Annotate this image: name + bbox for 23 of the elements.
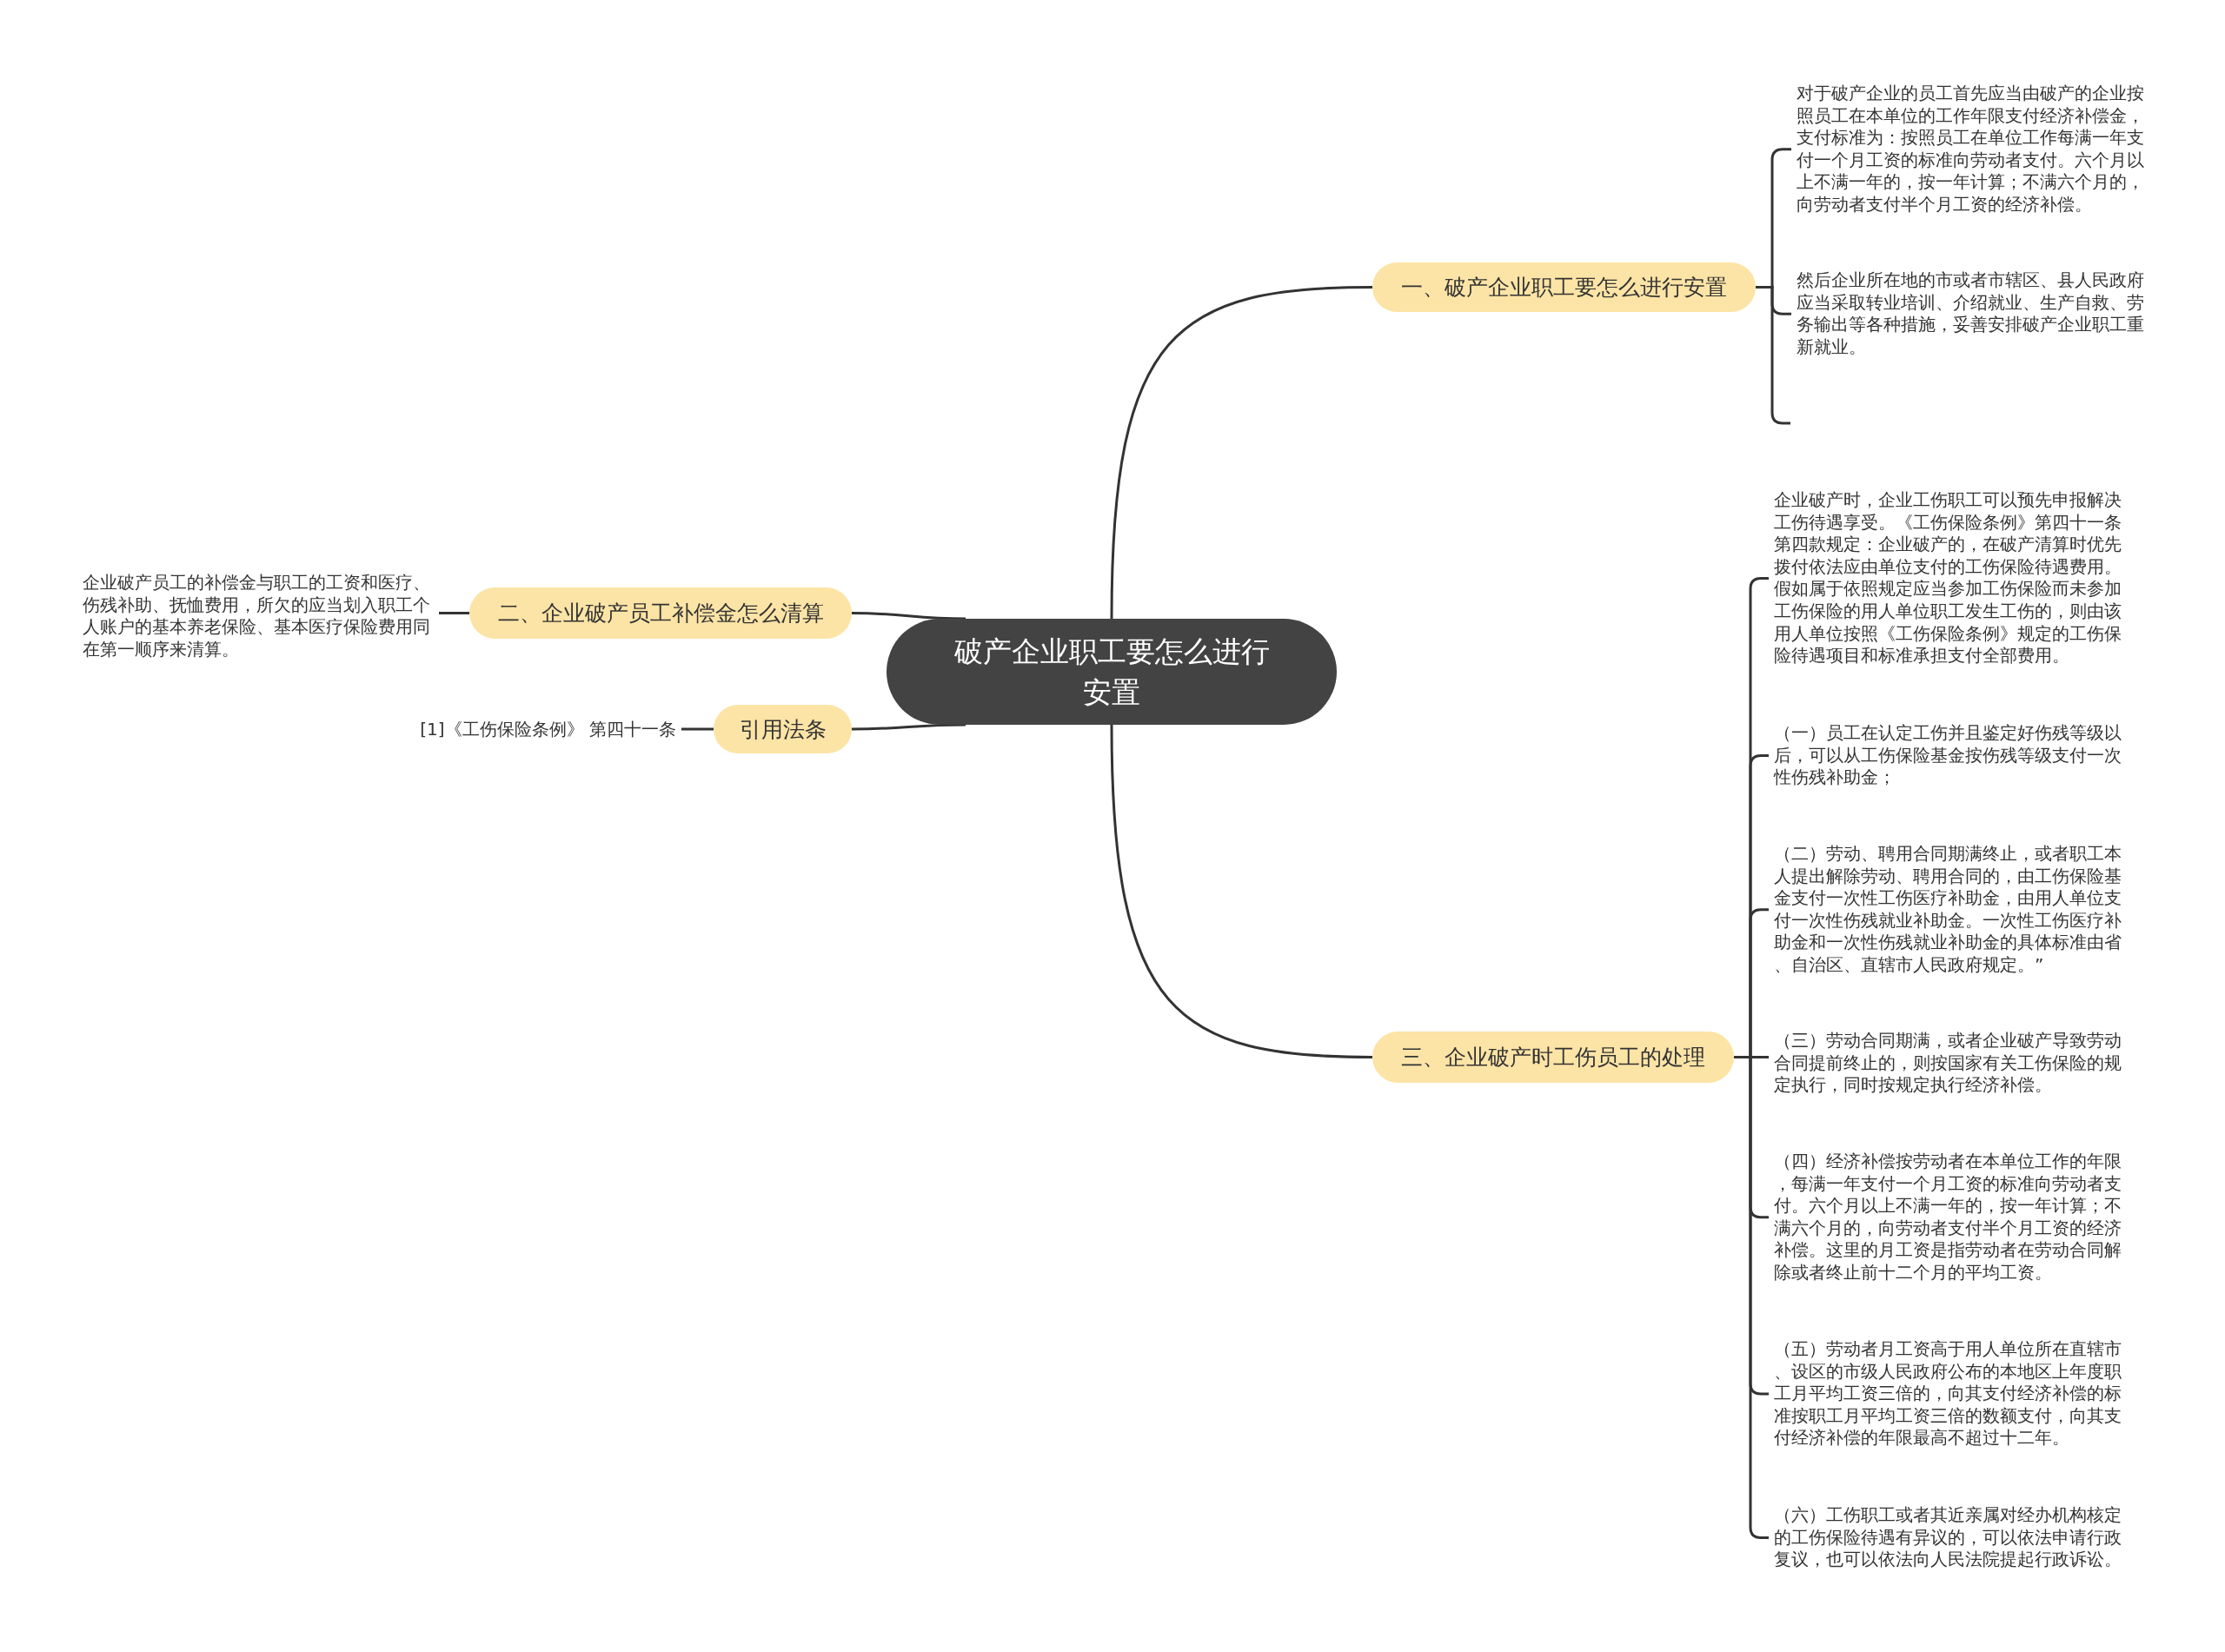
connector-line <box>852 612 966 620</box>
topic-pill: 引用法条 <box>714 705 852 753</box>
note-text: （三）劳动合同期满，或者企业破产导致劳动合同提前终止的，则按国家有关工伤保险的规定执行，同时按规定执行经济补偿。 <box>1774 1030 2123 1097</box>
connector-line <box>439 612 469 614</box>
note-text: （六）工伤职工或者其近亲属对经办机构核定的工伤保险待遇有异议的，可以依法申请行政复议，也可以依法向人民法院提起行政诉讼。 <box>1774 1504 2123 1571</box>
note-text: 然后企业所在地的市或者市辖区、县人民政府应当采取转业培训、介绍就业、生产自救、劳务输出等各种措施，妥善安排破产企业职工重新就业。 <box>1797 269 2146 359</box>
connector-line <box>1110 286 1373 620</box>
connector-line <box>852 723 966 731</box>
note-text: 企业破产员工的补偿金与职工的工资和医疗、伤残补助、抚恤费用，所欠的应当划入职工个人账户的基本养老保险、基本医疗保险费用同在第一顺序来清算。 <box>83 572 434 661</box>
note-text: 企业破产时，企业工伤职工可以预先申报解决工伤待遇享受。《工伤保险条例》第四十一条第四款规定：企业破产的，在破产清算时优先拨付依法应由单位支付的工伤保险待遇费用。假如属于依照规定应当参加工伤保险而未参加工伤保险的用人单位职工发生工伤的，则由该用人单位按照《工伤保险条例》规定的工伤保险待遇项目和标准承担支付全部费用。 <box>1774 489 2123 667</box>
topic-pill: 三、企业破产时工伤员工的处理 <box>1372 1032 1734 1083</box>
note-text: （二）劳动、聘用合同期满终止，或者职工本人提出解除劳动、聘用合同的，由工伤保险基金支付一次性工伤医疗补助金，由用人单位支付一次性伤残就业补助金。一次性工伤医疗补助金和一次性伤残就业补助金的具体标准由省、自治区、直辖市人民政府规定。” <box>1774 843 2123 977</box>
topic-pill: 二、企业破产员工补偿金怎么清算 <box>469 587 852 639</box>
topic-pill: 一、破产企业职工要怎么进行安置 <box>1372 262 1756 312</box>
note-text: （一）员工在认定工伤并且鉴定好伤残等级以后，可以从工伤保险基金按伤残等级支付一次性伤残补助金； <box>1774 722 2123 789</box>
connector-line <box>1110 724 1373 1058</box>
note-text: （四）经济补偿按劳动者在本单位工作的年限，每满一年支付一个月工资的标准向劳动者支付。六个月以上不满一年的，按一年计算；不满六个月的，向劳动者支付半个月工资的经济补偿。这里的月工资是指劳动者在劳动合同解除或者终止前十二个月的平均工资。 <box>1774 1151 2123 1284</box>
connector-line <box>1756 286 1790 425</box>
central-topic: 破产企业职工要怎么进行安置 <box>887 619 1337 725</box>
note-text: [1]《工伤保险条例》 第四十一条 <box>420 718 676 740</box>
note-text: （五）劳动者月工资高于用人单位所在直辖市、设区的市级人民政府公布的本地区上年度职工月平均工资三倍的，向其支付经济补偿的标准按职工月平均工资三倍的数额支付，向其支付经济补偿的年限最高不超过十二年。 <box>1774 1338 2123 1450</box>
note-text: 对于破产企业的员工首先应当由破产的企业按照员工在本单位的工作年限支付经济补偿金，支付标准为：按照员工在单位工作每满一年支付一个月工资的标准向劳动者支付。六个月以上不满一年的，按一年计算；不满六个月的，向劳动者支付半个月工资的经济补偿。 <box>1797 83 2146 216</box>
connector-line <box>681 727 714 731</box>
